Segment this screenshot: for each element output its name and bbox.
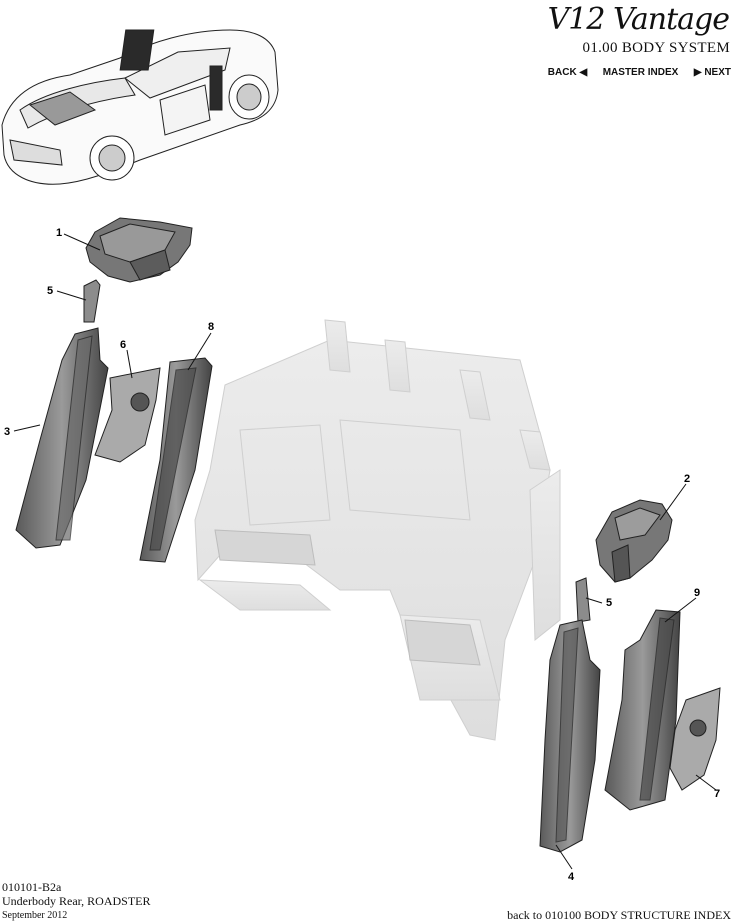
- callout-5-left: 5: [47, 285, 53, 297]
- section-title: 01.00 BODY SYSTEM: [582, 40, 730, 56]
- brand-logo: V12 Vantage: [547, 2, 730, 37]
- callout-9: 9: [694, 587, 700, 599]
- callout-2: 2: [684, 473, 690, 485]
- structure-panel-detail: [214, 529, 481, 666]
- callout-5-right: 5: [606, 597, 612, 609]
- part-4-sill-rear-right: [539, 619, 601, 853]
- callout-7: 7: [714, 788, 720, 800]
- car-thumbnail: [1, 29, 279, 185]
- callout-4: 4: [568, 871, 575, 883]
- callout-1: 1: [56, 227, 62, 239]
- master-index-link[interactable]: MASTER INDEX: [602, 67, 679, 78]
- triangle-left-icon: ◀: [579, 67, 588, 78]
- part-6-bracket-plate-left: [94, 367, 161, 463]
- callout-8: 8: [208, 321, 214, 333]
- diagram-code: 010101-B2a: [2, 880, 62, 894]
- triangle-right-icon: ▶: [693, 67, 702, 78]
- part-3-sill-rear-left: [15, 327, 109, 549]
- part-5-bracket-right: [575, 577, 591, 623]
- back-link[interactable]: BACK ◀: [547, 67, 588, 78]
- diagram-subtitle: Underbody Rear, ROADSTER: [2, 894, 151, 908]
- part-5-bracket-left: [83, 279, 101, 323]
- callout-leaders: [13, 233, 717, 870]
- callout-labels: 1 2 3 4 5 5 6 7 8 9: [4, 227, 720, 883]
- part-2-rear-panel-right: [595, 499, 673, 583]
- nav-bar: BACK ◀ MASTER INDEX ▶ NEXT: [548, 67, 731, 78]
- callout-3: 3: [4, 426, 10, 438]
- publication-date: September 2012: [2, 910, 68, 921]
- callout-6: 6: [120, 339, 126, 351]
- part-1-rear-panel-left: [85, 217, 193, 283]
- back-to-index-link[interactable]: back to 010100 BODY STRUCTURE INDEX: [507, 908, 731, 922]
- part-9-pillar-right: [604, 609, 681, 811]
- part-7-bracket-plate-right: [669, 687, 721, 791]
- underbody-structure: [194, 319, 561, 741]
- next-link[interactable]: ▶ NEXT: [693, 67, 731, 78]
